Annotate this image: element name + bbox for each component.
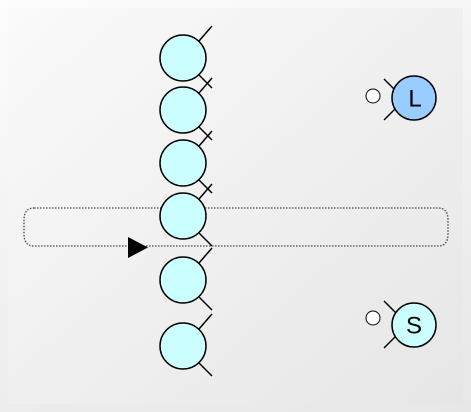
chain-unit-lower-tail (198, 362, 213, 377)
chain-unit-circle (159, 256, 207, 304)
dotted-tray (23, 207, 449, 247)
s-node: S (365, 300, 437, 349)
chain-unit-circle (159, 322, 207, 370)
background-panel (8, 8, 463, 404)
chain-unit-lower-tail (198, 179, 213, 194)
open-circle-icon (365, 310, 381, 326)
open-circle-icon (365, 88, 381, 104)
chain-unit (159, 313, 213, 377)
chain-unit (159, 183, 213, 247)
chain-unit (159, 77, 213, 141)
s-node-upper-tail (383, 300, 398, 315)
chain-unit (159, 130, 213, 194)
chain-of-units (159, 25, 213, 377)
chain-unit (159, 247, 213, 311)
l-node-lower-tail (383, 107, 397, 121)
chain-unit-circle (159, 139, 207, 187)
chain-unit-circle-highlighted (159, 192, 207, 240)
chain-unit (159, 25, 213, 89)
chain-unit-upper-tail (198, 247, 213, 264)
chain-unit-upper-tail (198, 183, 213, 200)
chain-unit-upper-tail (198, 130, 213, 147)
chain-unit-lower-tail (198, 296, 213, 311)
chain-unit-upper-tail (198, 77, 213, 94)
chain-unit-lower-tail (198, 74, 213, 89)
chain-unit-circle (159, 34, 207, 82)
chain-unit-upper-tail (198, 25, 213, 42)
s-node-lower-tail (383, 335, 397, 349)
chain-unit-lower-tail (198, 232, 213, 247)
l-node-circle (391, 75, 437, 121)
l-node-label: L (408, 86, 421, 113)
s-node-circle (391, 302, 437, 348)
l-node: L (365, 75, 437, 121)
chain-unit-lower-tail (198, 126, 213, 141)
chain-unit-circle (159, 86, 207, 134)
s-node-label: S (406, 313, 422, 340)
play-arrow-icon (128, 237, 148, 258)
chain-unit-upper-tail (198, 313, 213, 330)
